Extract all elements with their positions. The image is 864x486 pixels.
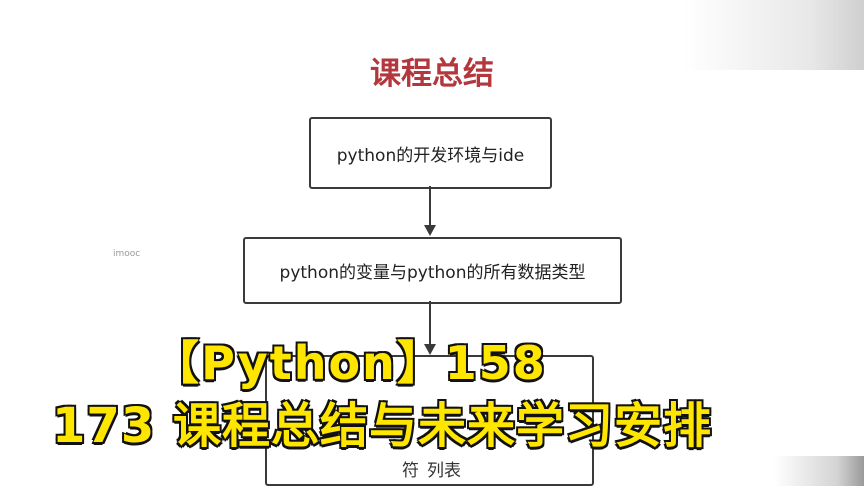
corner-shadow	[774, 456, 864, 486]
connector-line	[429, 186, 431, 226]
overlay-title-line1: 【Python】158	[152, 335, 547, 391]
flow-box-partial: 符 列表	[265, 355, 594, 486]
slide-title: 课程总结	[370, 56, 494, 92]
arrow-down-icon	[424, 344, 436, 355]
box-text: 符	[402, 461, 419, 481]
watermark: imooc	[113, 249, 141, 259]
flow-box-ide: python的开发环境与ide	[309, 117, 552, 189]
connector-line	[429, 301, 431, 346]
box-text: 列表	[427, 461, 461, 481]
overlay-title-line2: 173 课程总结与未来学习安排	[51, 397, 712, 455]
corner-shadow	[684, 0, 864, 70]
flow-box-variables: python的变量与python的所有数据类型	[243, 237, 622, 304]
arrow-down-icon	[424, 225, 436, 236]
